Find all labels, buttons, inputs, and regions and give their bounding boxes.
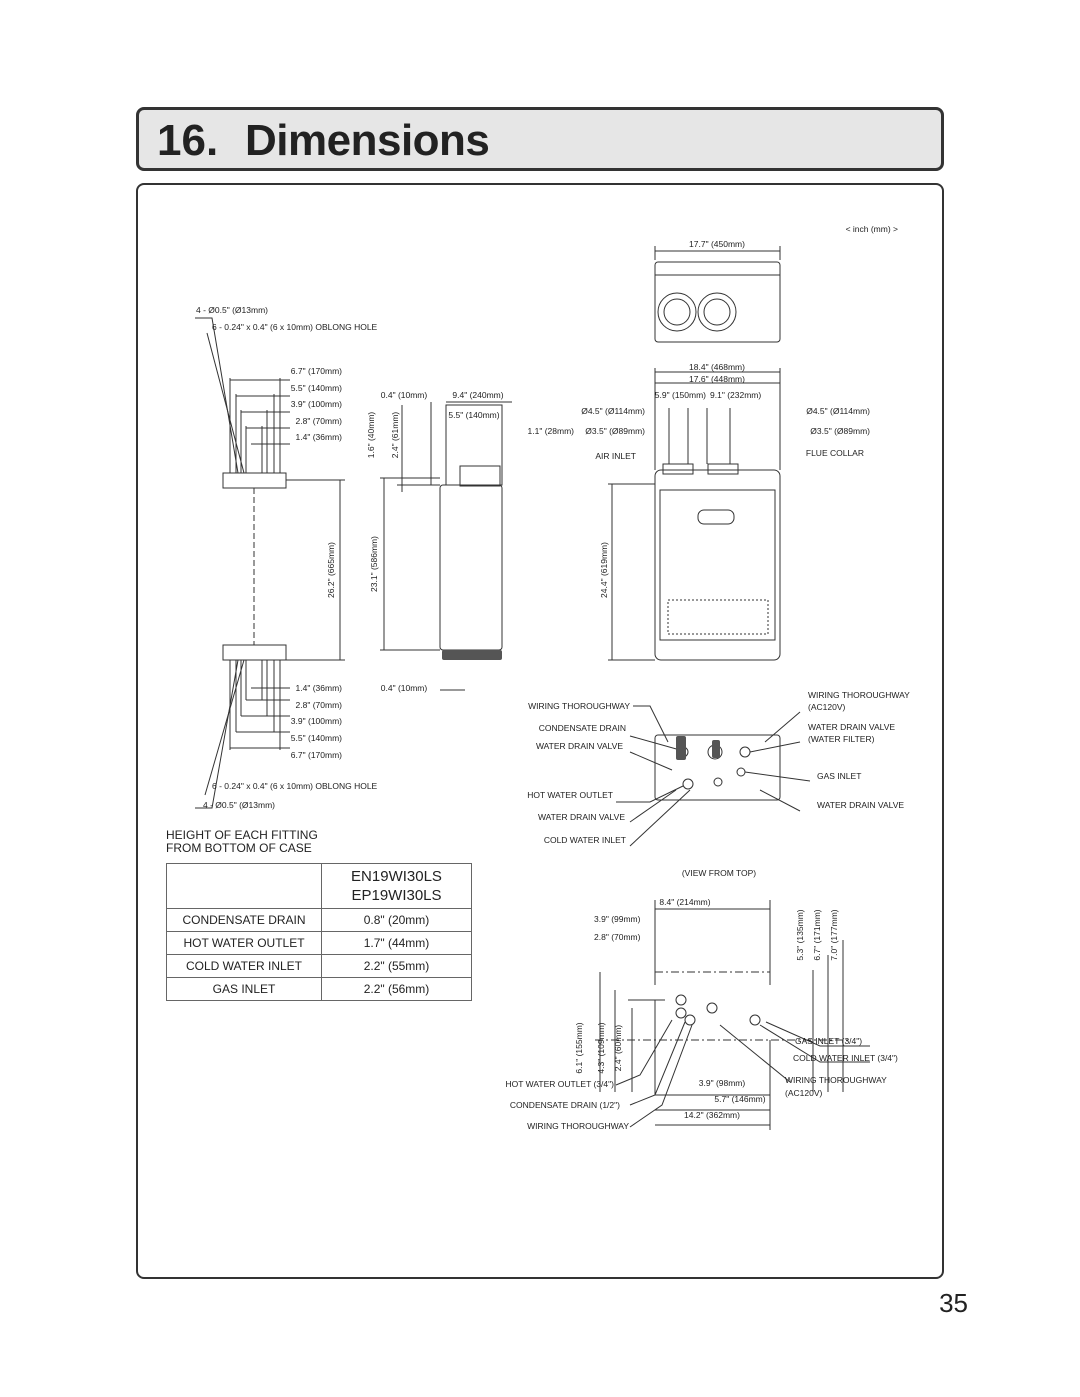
label-oblong-bottom: 6 - 0.24" x 0.4" (6 x 10mm) OBLONG HOLE	[212, 781, 378, 791]
section-number: 16.	[157, 116, 219, 165]
section-header: 16. Dimensions	[136, 107, 944, 171]
dim-front-height: 24.4" (619mm)	[599, 542, 609, 598]
table-row: HOT WATER OUTLET 1.7" (44mm)	[166, 931, 472, 955]
caption-view-from-top: (VIEW FROM TOP)	[682, 868, 756, 878]
dim-bracket-bottom-3: 3.9" (100mm)	[291, 716, 342, 726]
dim-w4: 9.1" (232mm)	[710, 390, 761, 400]
fittings-caption-line-2: FROM BOTTOM OF CASE	[166, 841, 312, 855]
table-corner	[166, 863, 322, 909]
dim-top-b: 2.8" (70mm)	[594, 932, 641, 942]
table-row: CONDENSATE DRAIN 0.8" (20mm)	[166, 908, 472, 932]
dim-d-left-outer: Ø4.5" (Ø114mm)	[581, 406, 645, 416]
dim-side-v1: 1.6" (40mm)	[366, 412, 376, 459]
diagram-frame	[136, 183, 944, 1279]
dim-top-bottom-3: 14.2" (362mm)	[684, 1110, 740, 1120]
dim-top-vl3: 2.4" (60mm)	[613, 1025, 623, 1072]
row-value: 1.7" (44mm)	[321, 931, 472, 955]
dim-bracket-bottom-1: 1.4" (36mm)	[296, 683, 343, 693]
table-header-row: EN19WI30LS EP19WI30LS	[166, 863, 472, 909]
page-number: 35	[939, 1288, 968, 1318]
label-wiring-top-left: WIRING THOROUGHWAY	[527, 1121, 629, 1131]
label-holes-bottom: 4 - Ø0.5" (Ø13mm)	[203, 800, 275, 810]
label-water-filter: (WATER FILTER)	[808, 734, 875, 744]
fittings-caption-line-1: HEIGHT OF EACH FITTING	[166, 828, 318, 842]
row-value: 0.8" (20mm)	[321, 908, 472, 932]
table-model-header: EN19WI30LS EP19WI30LS	[321, 863, 472, 909]
label-water-drain-valve-4: WATER DRAIN VALVE	[817, 800, 904, 810]
label-wiring-top-right: WIRING THOROUGHWAY	[785, 1075, 887, 1085]
dim-bracket-top-2: 5.5" (140mm)	[291, 383, 342, 393]
label-holes-top: 4 - Ø0.5" (Ø13mm)	[196, 305, 268, 315]
label-oblong-top: 6 - 0.24" x 0.4" (6 x 10mm) OBLONG HOLE	[212, 322, 378, 332]
dim-top-vl2: 4.3" (109mm)	[596, 1022, 606, 1073]
dim-w2: 17.6" (448mm)	[689, 374, 745, 384]
dim-d-left-inner: Ø3.5" (Ø89mm)	[585, 426, 645, 436]
row-name: GAS INLET	[166, 977, 322, 1001]
dim-top-v2: 6.7" (171mm)	[812, 909, 822, 960]
dim-bracket-top-4: 2.8" (70mm)	[296, 416, 343, 426]
label-wiring-left: WIRING THOROUGHWAY	[528, 701, 630, 711]
label-flue-collar: FLUE COLLAR	[806, 448, 864, 458]
dim-side-d1: 0.4" (10mm)	[381, 390, 428, 400]
dim-d-right-inner: Ø3.5" (Ø89mm)	[810, 426, 870, 436]
label-gas-inlet-top: GAS INLET (3/4")	[795, 1036, 862, 1046]
dim-bracket-bottom-2: 2.8" (70mm)	[296, 700, 343, 710]
dim-top-v1: 5.3" (135mm)	[795, 909, 805, 960]
row-value: 2.2" (55mm)	[321, 954, 472, 978]
table-row: COLD WATER INLET 2.2" (55mm)	[166, 954, 472, 978]
model-2: EP19WI30LS	[351, 887, 442, 904]
fittings-table: EN19WI30LS EP19WI30LS CONDENSATE DRAIN 0…	[166, 863, 472, 1001]
dim-side-d3: 5.5" (140mm)	[448, 410, 499, 420]
dim-bracket-top-5: 1.4" (36mm)	[296, 432, 343, 442]
dim-side-d2: 9.4" (240mm)	[452, 390, 503, 400]
unit-note: < inch (mm) >	[846, 224, 898, 234]
row-name: COLD WATER INLET	[166, 954, 322, 978]
label-ac120v-top: (AC120V)	[785, 1088, 822, 1098]
label-air-inlet: AIR INLET	[595, 451, 636, 461]
label-cold-water-inlet: COLD WATER INLET	[544, 835, 626, 845]
dim-bracket-bottom-4: 5.5" (140mm)	[291, 733, 342, 743]
dim-top-a: 3.9" (99mm)	[594, 914, 641, 924]
model-1: EN19WI30LS	[351, 868, 442, 885]
label-water-drain-valve-2: WATER DRAIN VALVE	[538, 812, 625, 822]
dim-w1: 18.4" (468mm)	[689, 362, 745, 372]
dim-bracket-top-3: 3.9" (100mm)	[291, 399, 342, 409]
label-wiring-right: WIRING THOROUGHWAY	[808, 690, 910, 700]
row-value: 2.2" (56mm)	[321, 977, 472, 1001]
dim-d-right-outer: Ø4.5" (Ø114mm)	[806, 406, 870, 416]
label-condensate-drain: CONDENSATE DRAIN	[539, 723, 626, 733]
dim-top-vl1: 6.1" (155mm)	[574, 1022, 584, 1073]
table-row: GAS INLET 2.2" (56mm)	[166, 977, 472, 1001]
dim-bracket-top-1: 6.7" (170mm)	[291, 366, 342, 376]
dim-bracket-bottom-5: 6.7" (170mm)	[291, 750, 342, 760]
label-water-drain-valve-3: WATER DRAIN VALVE	[808, 722, 895, 732]
dim-width-top: 17.7" (450mm)	[689, 239, 745, 249]
label-water-drain-valve-1: WATER DRAIN VALVE	[536, 741, 623, 751]
dim-side-height: 23.1" (586mm)	[369, 536, 379, 592]
dim-offset: 1.1" (28mm)	[528, 426, 575, 436]
row-name: CONDENSATE DRAIN	[166, 908, 322, 932]
dim-bracket-spacing: 26.2" (665mm)	[326, 542, 336, 598]
label-condensate-drain-top: CONDENSATE DRAIN (1/2")	[510, 1100, 620, 1110]
section-title: Dimensions	[245, 116, 490, 165]
label-cold-water-inlet-top: COLD WATER INLET (3/4")	[793, 1053, 898, 1063]
dim-top-w: 8.4" (214mm)	[659, 897, 710, 907]
fittings-caption: HEIGHT OF EACH FITTING FROM BOTTOM OF CA…	[166, 829, 318, 855]
row-name: HOT WATER OUTLET	[166, 931, 322, 955]
label-gas-inlet: GAS INLET	[817, 771, 861, 781]
dim-top-bottom-2: 5.7" (146mm)	[714, 1094, 765, 1104]
dim-side-d4: 0.4" (10mm)	[381, 683, 428, 693]
label-hot-water-outlet-top: HOT WATER OUTLET (3/4")	[506, 1079, 615, 1089]
dim-top-v3: 7.0" (177mm)	[829, 909, 839, 960]
dim-side-v2: 2.4" (61mm)	[390, 412, 400, 459]
label-ac120v: (AC120V)	[808, 702, 845, 712]
dim-w3: 5.9" (150mm)	[655, 390, 706, 400]
dim-top-bottom-1: 3.9" (98mm)	[699, 1078, 746, 1088]
label-hot-water-outlet: HOT WATER OUTLET	[527, 790, 613, 800]
